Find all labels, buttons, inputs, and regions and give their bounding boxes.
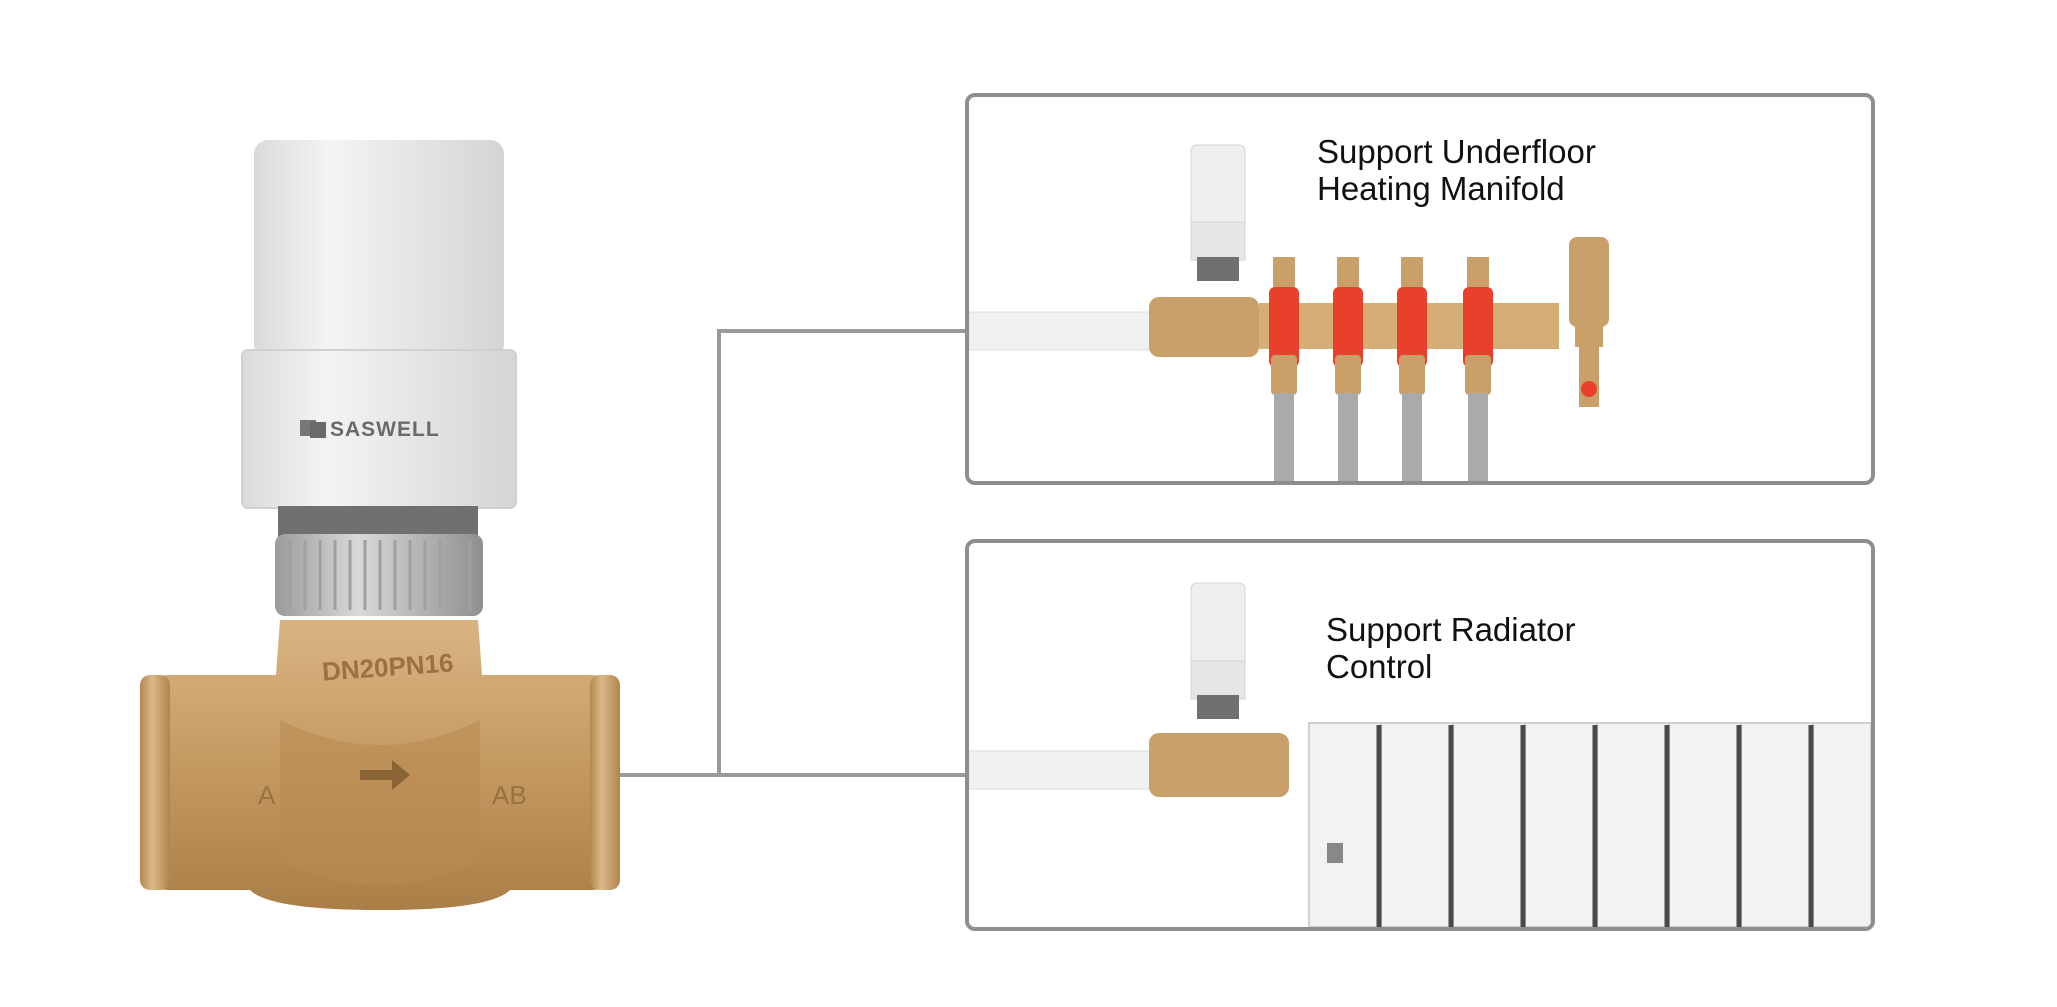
connector-vertical [717, 329, 721, 777]
zone-valve-product-image [140, 140, 620, 910]
radiator-image [969, 582, 1871, 927]
actuator-top [254, 140, 504, 358]
connector-bottom-branch [717, 773, 967, 777]
brand-logo-mark [310, 422, 326, 438]
panel-underfloor-heating: Support Underfloor Heating Manifold [965, 93, 1875, 485]
caption-underfloor-heating: Support Underfloor Heating Manifold [1317, 133, 1596, 207]
brand-logo-text: SASWELL [330, 418, 440, 441]
brand-logo: SASWELL [310, 418, 450, 444]
port-label-a: A [258, 780, 276, 810]
connector-main-horizontal [605, 773, 725, 777]
caption-radiator-control: Support Radiator Control [1326, 611, 1576, 685]
manifold-image [969, 144, 1609, 481]
port-label-ab: AB [492, 780, 527, 810]
panel-radiator-control: Support Radiator Control [965, 539, 1875, 931]
connector-top-branch [717, 329, 967, 333]
